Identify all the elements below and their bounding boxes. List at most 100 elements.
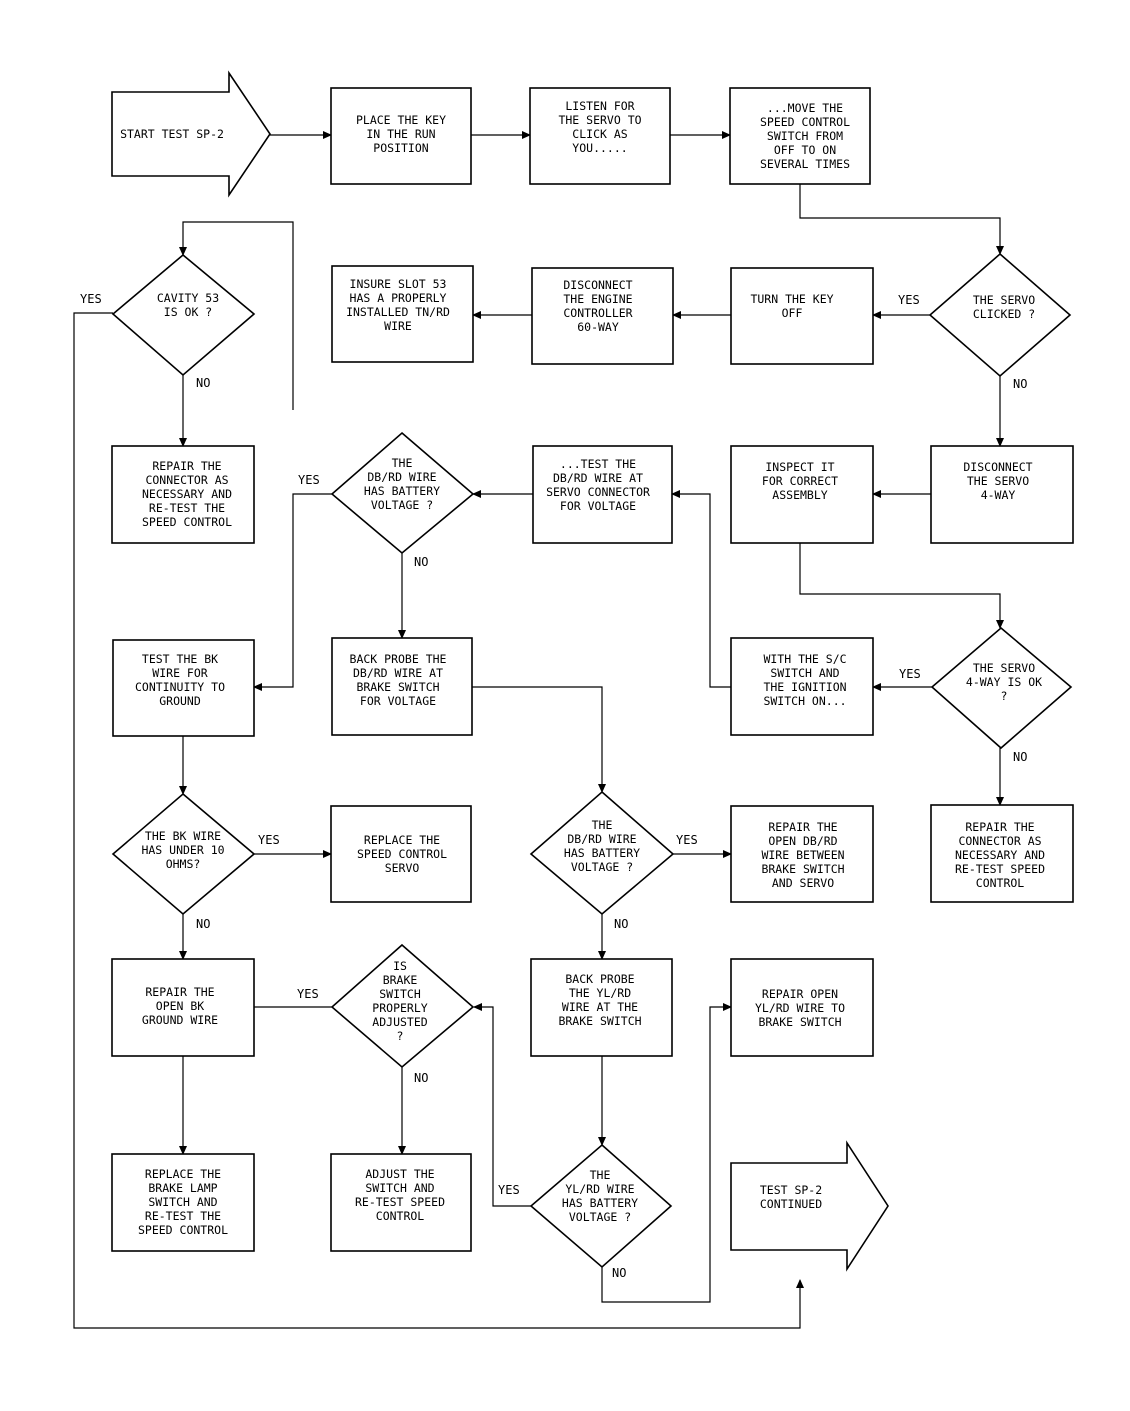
bk-under-10-line: THE BK WIRE	[145, 829, 221, 843]
dbrd-battery-1-line: DB/RD WIRE	[367, 470, 436, 484]
replace-lamp-line: REPLACE THE	[145, 1167, 221, 1181]
servo-4way-diamond	[930, 626, 1073, 750]
arrow-backprobe-to-dbrd2	[472, 686, 606, 793]
backprobe-dbrd-line: BACK PROBE THE	[350, 652, 447, 666]
repair-bk-line: OPEN BK	[156, 999, 205, 1013]
move-switch-line: SPEED CONTROL	[760, 115, 850, 129]
arrow-loop-to-cavity	[179, 221, 294, 410]
move-switch-line: SWITCH FROM	[767, 129, 843, 143]
repair-connector-1-line: NECESSARY AND	[142, 487, 232, 501]
repair-bk-box	[111, 958, 255, 1057]
move-switch-line: SEVERAL TIMES	[760, 157, 850, 171]
repair-ylrd-line: REPAIR OPEN	[762, 987, 838, 1001]
repair-connector-1-line: CONNECTOR AS	[145, 473, 228, 487]
insure-slot-box	[331, 265, 474, 363]
with-sc-line: SWITCH AND	[770, 666, 839, 680]
insure-slot-line: INSURE SLOT 53	[350, 277, 447, 291]
repair-connector-2-line: REPAIR THE	[965, 820, 1034, 834]
adjust-switch-line: SWITCH AND	[365, 1181, 434, 1195]
arrow-move-to-clicked	[799, 184, 1004, 255]
key-run-line: POSITION	[373, 141, 428, 155]
repair-open-dbrd-line: REPAIR THE	[768, 820, 837, 834]
ylrd-battery-diamond	[529, 1143, 673, 1269]
with-sc-line: SWITCH ON...	[763, 694, 846, 708]
key-off-line: TURN THE KEY	[750, 292, 833, 306]
repair-open-dbrd-line: BRAKE SWITCH	[761, 862, 844, 876]
repair-open-dbrd-line: OPEN DB/RD	[768, 834, 837, 848]
servo-4way-ok-line: ?	[1001, 689, 1008, 703]
test-dbrd-box	[532, 445, 673, 544]
key-off-line: OFF	[782, 306, 803, 320]
brake-adjusted-diamond	[330, 943, 475, 1069]
insure-slot-line: INSTALLED TN/RD	[346, 305, 450, 319]
listen-line: YOU.....	[572, 141, 627, 155]
servo-4way-ok-line: 4-WAY IS OK	[966, 675, 1042, 689]
listen-line: LISTEN FOR	[565, 99, 634, 113]
repair-connector-2-line: CONNECTOR AS	[958, 834, 1041, 848]
label-bk-no: NO	[196, 917, 210, 931]
disconnect-ec-line: 60-WAY	[577, 320, 619, 334]
ylrd-battery-line: VOLTAGE ?	[569, 1210, 631, 1224]
test-bk-line: CONTINUITY TO	[135, 680, 225, 694]
key-off-box	[730, 267, 874, 365]
shapes	[111, 70, 1074, 1272]
replace-servo-box	[330, 805, 472, 903]
label-cavity-yes: YES	[80, 292, 102, 306]
servo-clicked-line: CLICKED ?	[973, 307, 1035, 321]
move-switch-line: ...MOVE THE	[767, 101, 843, 115]
with-sc-line: WITH THE S/C	[763, 652, 846, 666]
servo-clicked-diamond	[928, 252, 1072, 378]
replace-servo-line: REPLACE THE	[364, 833, 440, 847]
label-clicked-yes: YES	[898, 293, 920, 307]
edge-labels: YES NO YES NO YES NO YES NO YES NO YES N…	[80, 292, 1027, 1280]
with-sc-box	[730, 637, 874, 736]
backprobe-ylrd-box	[530, 958, 673, 1057]
arrow-cavity-yes	[73, 312, 804, 1329]
insure-slot-line: HAS A PROPERLY	[350, 291, 447, 305]
bk-under-10-line: HAS UNDER 10	[141, 843, 224, 857]
test-dbrd-line: ...TEST THE	[560, 457, 636, 471]
repair-ylrd-box	[730, 958, 874, 1057]
servo-clicked-line: THE SERVO	[973, 293, 1035, 307]
dbrd-battery-1-line: VOLTAGE ?	[371, 498, 433, 512]
replace-lamp-line: RE-TEST THE	[145, 1209, 221, 1223]
label-brake-yes: YES	[297, 987, 319, 1001]
repair-connector-2-box	[930, 804, 1074, 903]
continued-arrow-shape	[730, 1140, 889, 1272]
servo-4way-ok-line: THE SERVO	[973, 661, 1035, 675]
test-bk-box	[112, 639, 255, 737]
label-servo4-yes: YES	[899, 667, 921, 681]
key-run-line: PLACE THE KEY	[356, 113, 446, 127]
bk-under-10-diamond	[111, 792, 256, 916]
dbrd-battery-1-line: THE	[392, 456, 413, 470]
insure-slot-line: WIRE	[384, 319, 412, 333]
ylrd-battery-line: THE	[590, 1168, 611, 1182]
backprobe-ylrd-line: BACK PROBE	[565, 972, 634, 986]
brake-adjusted-line: PROPERLY	[372, 1001, 427, 1015]
connectors	[73, 131, 1004, 1329]
brake-adjusted-line: ADJUSTED	[372, 1015, 427, 1029]
backprobe-dbrd-box	[331, 637, 473, 736]
backprobe-ylrd-line: THE YL/RD	[569, 986, 631, 1000]
repair-ylrd-line: BRAKE SWITCH	[758, 1015, 841, 1029]
move-switch-line: OFF TO ON	[774, 143, 836, 157]
key-run-box	[330, 87, 472, 185]
label-dbrd2-yes: YES	[676, 833, 698, 847]
arrow-withsc-to-testdbrd	[671, 490, 731, 688]
repair-open-dbrd-line: WIRE BETWEEN	[761, 848, 844, 862]
key-run-line: IN THE RUN	[366, 127, 435, 141]
inspect-line: INSPECT IT	[765, 460, 834, 474]
